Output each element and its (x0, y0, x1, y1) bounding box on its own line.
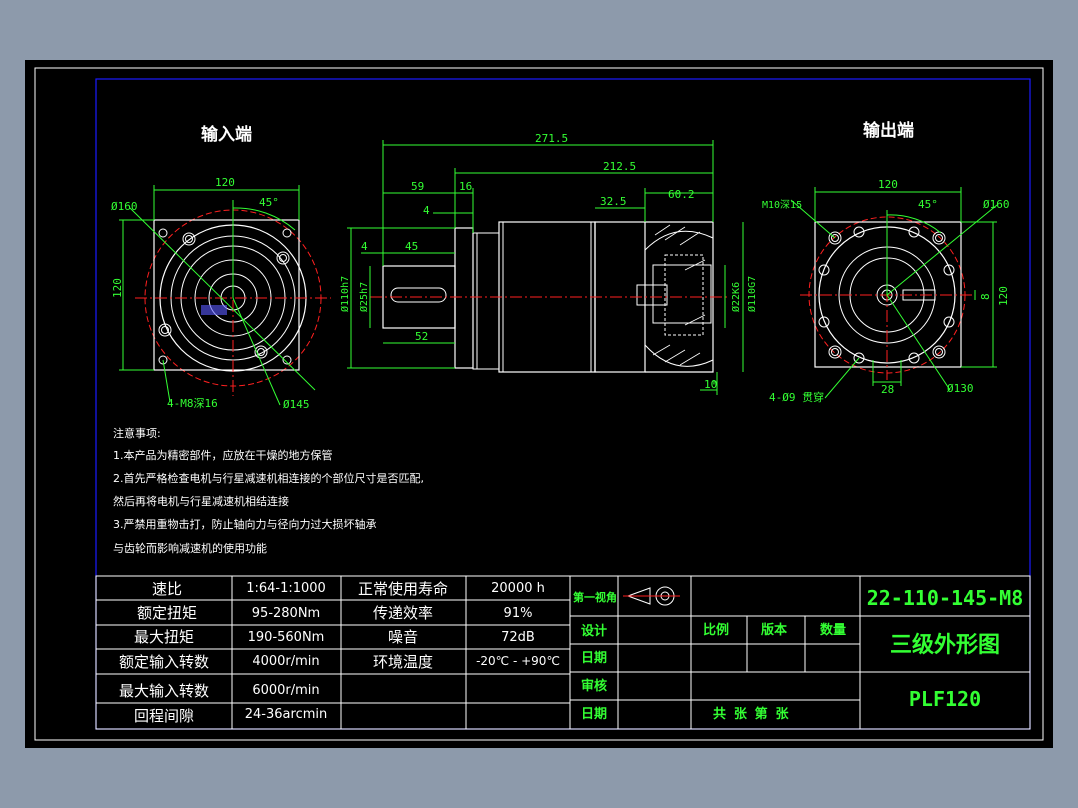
side-32-dim: 32.5 (600, 195, 627, 208)
sheets-label: 共 张 第 张 (713, 706, 789, 722)
side-45-dim: 45 (405, 240, 418, 253)
spec-label: 最大扭矩 (134, 628, 194, 646)
spec-label: 回程间隙 (134, 707, 194, 725)
note-line: 然后再将电机与行星减速机相结连接 (113, 494, 289, 508)
output-end-view: 120 M10深15 45° Ø160 120 8 28 4-Ø9 贯穿 Ø13… (762, 178, 1010, 404)
drawing-canvas: 输入端 输出端 120 Ø160 45° 120 4 (34, 67, 1044, 741)
input-dia160-dim: Ø160 (111, 200, 138, 213)
output-height-dim: 120 (997, 286, 1010, 306)
side-view: 271.5 212.5 59 16 4 4 45 52 32.5 60.2 10… (339, 132, 758, 395)
spec-value2: 20000 h (491, 581, 545, 596)
drawing-sheet: 输入端 输出端 120 Ø160 45° 120 4 (25, 60, 1053, 748)
side-4b-dim: 4 (361, 240, 368, 253)
note-line: 1.本产品为精密部件，应放在干燥的地方保管 (113, 448, 333, 462)
spec-label2: 噪音 (388, 628, 418, 646)
note-line: 与齿轮而影响减速机的使用功能 (113, 541, 267, 555)
outer-frame (34, 67, 1044, 741)
spec-label: 额定扭矩 (137, 604, 197, 622)
spec-value: 4000r/min (252, 654, 319, 669)
output-dia130-dim: Ø130 (947, 382, 974, 395)
side-4a-dim: 4 (423, 204, 430, 217)
spec-value2: 72dB (501, 630, 535, 645)
side-10-dim: 10 (704, 378, 717, 391)
spec-value: 95-280Nm (252, 606, 320, 621)
spec-value2: -20℃ - +90℃ (476, 654, 560, 668)
side-dia25-dim: Ø25h7 (358, 282, 370, 312)
input-height-dim: 120 (111, 278, 124, 298)
spec-value: 1:64-1:1000 (246, 581, 326, 596)
input-holes-dim: 4-M8深16 (167, 397, 218, 410)
input-pcd-dim: Ø145 (283, 398, 310, 411)
quantity-label: 数量 (820, 622, 846, 638)
spec-label: 速比 (152, 580, 182, 598)
side-body-dim: 212.5 (603, 160, 636, 173)
output-8-dim: 8 (979, 293, 992, 300)
output-angle-dim: 45° (918, 198, 938, 211)
scale-label: 比例 (703, 622, 729, 638)
output-end-title: 输出端 (863, 120, 914, 141)
side-52-dim: 52 (415, 330, 428, 343)
spec-value: 190-560Nm (248, 630, 325, 645)
side-dia110b-dim: Ø110G7 (746, 276, 758, 312)
inner-frame (95, 78, 1031, 730)
spec-label: 额定输入转数 (119, 653, 209, 671)
side-dia110-dim: Ø110h7 (339, 276, 351, 312)
technical-notes: 注意事项: 1.本产品为精密部件，应放在干燥的地方保管 2.首先严格检查电机与行… (113, 426, 424, 555)
output-holes-dim: 4-Ø9 贯穿 (769, 390, 824, 404)
drawing-name: 三级外形图 (890, 632, 1000, 658)
side-dia22-dim: Ø22K6 (730, 282, 742, 312)
input-end-view: 120 Ø160 45° 120 4-M8深16 Ø145 (111, 176, 331, 411)
input-end-title: 输入端 (201, 124, 252, 145)
side-59-dim: 59 (411, 180, 424, 193)
side-60-dim: 60.2 (668, 188, 695, 201)
input-flange-square (153, 219, 300, 371)
version-label: 版本 (761, 622, 787, 638)
spec-label: 最大输入转数 (119, 682, 209, 700)
output-dia160-dim: Ø160 (983, 198, 1010, 211)
spec-value: 24-36arcmin (245, 707, 327, 722)
projection-label: 第一视角 (573, 590, 617, 604)
model-number: PLF120 (909, 687, 981, 711)
spec-label2: 传递效率 (373, 604, 433, 622)
note-line: 注意事项: (113, 426, 161, 440)
spec-label2: 正常使用寿命 (358, 580, 448, 598)
drawing-number: 22-110-145-M8 (867, 586, 1024, 610)
output-width-dim: 120 (878, 178, 898, 191)
output-28-dim: 28 (881, 383, 894, 396)
spec-table (95, 575, 571, 730)
date-label-2: 日期 (581, 707, 607, 722)
spec-value2: 91% (504, 606, 533, 621)
date-label-1: 日期 (581, 651, 607, 666)
title-block (569, 575, 1031, 730)
spec-value: 6000r/min (252, 683, 319, 698)
input-width-dim: 120 (215, 176, 235, 189)
output-thread-dim: M10深15 (762, 199, 802, 211)
side-16-dim: 16 (459, 180, 472, 193)
note-line: 3.严禁用重物击打，防止轴向力与径向力过大损坏轴承 (113, 517, 377, 531)
spec-label2: 环境温度 (373, 653, 433, 671)
side-total-dim: 271.5 (535, 132, 568, 145)
note-line: 2.首先严格检查电机与行星减速机相连接的个部位尺寸是否匹配, (113, 471, 424, 485)
design-label: 设计 (581, 623, 607, 639)
review-label: 审核 (581, 678, 607, 694)
input-angle-dim: 45° (259, 196, 279, 209)
